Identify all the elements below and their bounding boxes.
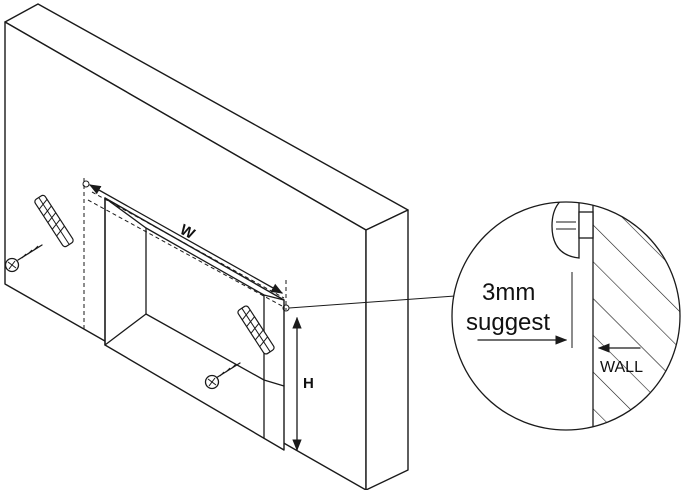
screw-icon — [204, 362, 241, 390]
height-dimension: H — [292, 316, 314, 452]
width-arrow — [88, 184, 284, 294]
wall-label: WALL — [600, 359, 643, 376]
screw-icon — [4, 244, 43, 273]
detail-leader-line — [288, 295, 456, 309]
detail-circle-outline — [451, 201, 681, 431]
screw-head-detail — [551, 202, 594, 259]
gap-note-label: suggest — [466, 309, 550, 336]
mount-hole-left — [82, 180, 90, 188]
left-anchor-assembly — [4, 194, 74, 273]
gap-value-label: 3mm — [482, 279, 535, 306]
wall-anchor-icon — [34, 194, 74, 248]
right-anchor-assembly — [204, 305, 275, 390]
height-label: H — [303, 375, 314, 392]
wall-anchor-icon — [237, 305, 275, 355]
wall-side-face — [365, 209, 409, 490]
detail-magnifier: 3mm suggest WALL — [451, 201, 681, 431]
